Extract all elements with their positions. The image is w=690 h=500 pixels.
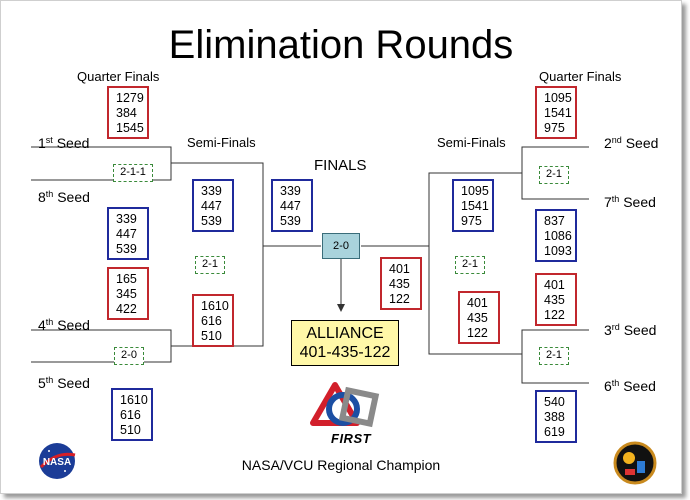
left-semi-finals-label: Semi-Finals [187, 135, 256, 150]
footer-caption: NASA/VCU Regional Champion [241, 457, 441, 473]
page-title: Elimination Rounds [168, 23, 514, 67]
seed-6-label: 6th Seed [604, 378, 656, 394]
nasa-logo-icon: NASA [39, 443, 76, 479]
seed-8-label: 8th Seed [38, 189, 90, 205]
first-logo-icon [310, 382, 380, 428]
seed-2-label: 2nd Seed [604, 135, 659, 151]
right-quarter-finals-label: Quarter Finals [539, 69, 622, 84]
left-sf-score: 2-1 [195, 256, 225, 274]
first-wordmark: FIRST [331, 431, 372, 446]
seed-5-label: 5th Seed [38, 375, 90, 391]
right-qf-score-2: 2-1 [539, 347, 569, 365]
champion-alliance-box: ALLIANCE 401-435-122 [291, 320, 399, 366]
right-qf-score-1: 2-1 [539, 166, 569, 184]
first-logo: FIRST [305, 375, 385, 451]
finals-label: FINALS [314, 157, 367, 174]
seed-3-label: 3rd Seed [604, 322, 657, 338]
right-sf-score: 2-1 [455, 256, 485, 274]
mission-patch-logo [613, 441, 657, 485]
seed-4-label: 4th Seed [38, 317, 90, 333]
champion-alliance-label: ALLIANCE [306, 325, 384, 342]
nasa-logo-text: NASA [43, 457, 71, 468]
left-qf-score-1: 2-1-1 [113, 164, 153, 182]
champion-alliance-teams: 401-435-122 [299, 344, 391, 361]
slide: Elimination Rounds Quarter Finals Semi-F… [0, 0, 682, 494]
bracket-lines [31, 146, 589, 384]
finals-score: 2-0 [322, 233, 360, 259]
left-quarter-finals-label: Quarter Finals [77, 69, 160, 84]
nasa-logo: NASA [37, 441, 77, 481]
right-semi-finals-label: Semi-Finals [437, 135, 506, 150]
seed-7-label: 7th Seed [604, 194, 656, 210]
left-qf-score-2: 2-0 [114, 347, 144, 365]
mission-patch-icon [613, 441, 657, 485]
seed-1-label: 1st Seed [38, 135, 90, 151]
